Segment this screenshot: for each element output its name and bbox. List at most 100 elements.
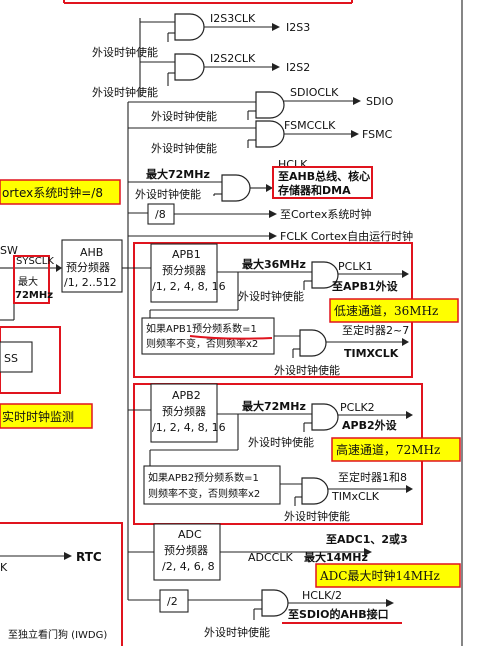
apb1-subtitle: 预分频器 — [162, 263, 206, 277]
rtc-label: RTC — [76, 550, 102, 564]
sdioclk-label: SDIOCLK — [290, 86, 339, 99]
adc-range: /2, 4, 6, 8 — [162, 560, 215, 573]
ahb-title: AHB — [80, 246, 103, 259]
css-box — [0, 341, 33, 373]
div8-label: /8 — [155, 208, 166, 221]
sdio-ahb-path: /2 HCLK/2 至SDIO的AHB接口 外设时钟使能 — [128, 589, 402, 639]
apb1-range: /1, 2, 4, 8, 16 — [152, 280, 226, 293]
fsmcclk-label: FSMCCLK — [284, 119, 336, 132]
sw-label: SW — [0, 244, 18, 257]
cortex-note-box — [0, 179, 121, 205]
apb2-title: APB2 — [172, 389, 201, 402]
timxclk1-and-gate — [299, 329, 327, 357]
i2s3-enable-label: 外设时钟使能 — [92, 45, 158, 59]
pclk1-label: PCLK1 — [338, 260, 373, 273]
i2s3-path: I2S3CLK I2S3 外设时钟使能 — [92, 12, 310, 59]
rtc-monitor-note-text: 实时时钟监测 — [2, 409, 74, 424]
apb2-region: APB2 预分频器 /1, 2, 4, 8, 16 最大72MHz PCLK2 … — [128, 383, 423, 525]
i2s3-label: I2S3 — [286, 21, 310, 34]
apb2-dest-label: APB2外设 — [342, 418, 398, 432]
apb1-note-box — [329, 298, 459, 323]
hclk2-label: HCLK/2 — [302, 589, 342, 602]
apb1-note-text: 低速通道，36MHz — [334, 304, 438, 318]
rtc-k-label: K — [0, 561, 8, 574]
sdio-ahb-label: 至SDIO的AHB接口 — [288, 607, 389, 621]
i2s2-and-gate — [174, 53, 205, 81]
pclk1-and-gate — [311, 261, 339, 289]
apb2-timer-rule-box — [143, 465, 281, 505]
hclk-enable-label: 外设时钟使能 — [135, 187, 201, 201]
fsmc-enable-label: 外设时钟使能 — [151, 141, 217, 155]
top-frame-fragments — [63, 0, 463, 646]
timxclk2-enable-label: 外设时钟使能 — [284, 509, 350, 523]
apb2-enable-label: 外设时钟使能 — [248, 435, 314, 449]
ahb-range: /1, 2..512 — [64, 276, 117, 289]
timxclk2-and-gate — [301, 477, 329, 505]
timer18-label: 至定时器1和8 — [338, 470, 407, 484]
div2-label: /2 — [167, 595, 178, 608]
i2s3clk-label: I2S3CLK — [210, 12, 256, 25]
apb2-note-text: 高速通道，72MHz — [336, 442, 440, 457]
sdio-and-gate — [255, 91, 285, 119]
sysclk-max-1: 最大 — [18, 275, 38, 288]
main-bus — [127, 18, 141, 600]
pclk2-and-gate — [311, 403, 339, 431]
sysclk-label: SYSCLK — [16, 256, 54, 267]
cortex-tick-label: 至Cortex系统时钟 — [280, 207, 371, 221]
apb1-dest-label: 至APB1外设 — [332, 279, 399, 293]
ahb-prescaler-box — [61, 239, 123, 293]
i2s2-enable-label: 外设时钟使能 — [92, 85, 158, 99]
i2s2-path: I2S2CLK I2S2 外设时钟使能 — [92, 52, 310, 99]
adc-note-box — [315, 563, 461, 588]
fclk-label: FCLK Cortex自由运行时钟 — [280, 229, 413, 243]
i2s2-label: I2S2 — [286, 61, 310, 74]
apb2-range: /1, 2, 4, 8, 16 — [152, 421, 226, 434]
adc-title: ADC — [178, 528, 202, 541]
adc-dest-label: 至ADC1、2或3 — [326, 532, 408, 546]
sdio-ahb-enable-label: 外设时钟使能 — [204, 625, 270, 639]
i2s2clk-label: I2S2CLK — [210, 52, 256, 65]
sdio-enable-label: 外设时钟使能 — [151, 109, 217, 123]
rtc-highlight — [0, 522, 123, 646]
hclk-and-gate — [221, 174, 251, 202]
apb1-timer-rule-box — [141, 317, 275, 355]
apb2-note-box — [331, 437, 461, 462]
apb1-region: APB1 预分频器 /1, 2, 4, 8, 16 最大36MHz PCLK1 … — [128, 242, 413, 378]
sdio-path: SDIOCLK SDIO 外设时钟使能 — [128, 86, 394, 123]
css-label: SS — [4, 352, 18, 365]
timxclk1-label: TIMXCLK — [344, 347, 399, 360]
apb2-subtitle: 预分频器 — [162, 404, 206, 418]
fsmc-path: FSMCCLK FSMC 外设时钟使能 — [128, 119, 393, 155]
apb1-rule-line1: 如果APB1预分频系数=1 — [146, 322, 257, 335]
hclk-dest-line2: 存储器和DMA — [278, 183, 351, 197]
apb1-max-label: 最大36MHz — [242, 257, 306, 271]
sdio-label: SDIO — [366, 95, 394, 108]
pclk2-label: PCLK2 — [340, 401, 375, 414]
apb1-rule-underline — [189, 335, 273, 340]
apb1-prescaler-box — [150, 243, 218, 303]
fsmc-and-gate — [255, 120, 285, 148]
apb2-rule-line2: 则频率不变，否则频率x2 — [148, 487, 260, 500]
apb2-max-label: 最大72MHz — [242, 399, 306, 413]
ahb-subtitle: 预分频器 — [66, 260, 110, 274]
cortex-tick-path: /8 至Cortex系统时钟 FCLK Cortex自由运行时钟 — [128, 203, 413, 243]
hclk-path: 最大72MHz HCLK 至AHB总线、核心 存储器和DMA 外设时钟使能 — [128, 158, 373, 202]
i2s3-and-gate — [174, 13, 205, 41]
sdio-ahb-and-gate — [261, 589, 289, 617]
rtc-monitor-note-box — [0, 403, 93, 429]
timxclk1-enable-label: 外设时钟使能 — [274, 363, 340, 377]
timxclk2-label: TIMxCLK — [331, 490, 380, 503]
adc-subtitle: 预分频器 — [164, 543, 208, 557]
apb1-enable-label: 外设时钟使能 — [238, 289, 304, 303]
hclk-dest-highlight — [272, 166, 373, 199]
adc-section: ADC 预分频器 /2, 4, 6, 8 至ADC1、2或3 ADCCLK 最大… — [128, 523, 408, 581]
sysclk-max-2: 72MHz — [15, 290, 53, 301]
apb1-title: APB1 — [172, 248, 201, 261]
apb2-prescaler-box — [150, 383, 218, 443]
adcclk-max-label: 最大14MHz — [304, 550, 368, 564]
hclk-dest-line1: 至AHB总线、核心 — [278, 169, 370, 183]
div2-box — [159, 589, 189, 613]
adcclk-label: ADCCLK — [248, 551, 293, 564]
hclk-max-label: 最大72MHz — [146, 167, 210, 181]
